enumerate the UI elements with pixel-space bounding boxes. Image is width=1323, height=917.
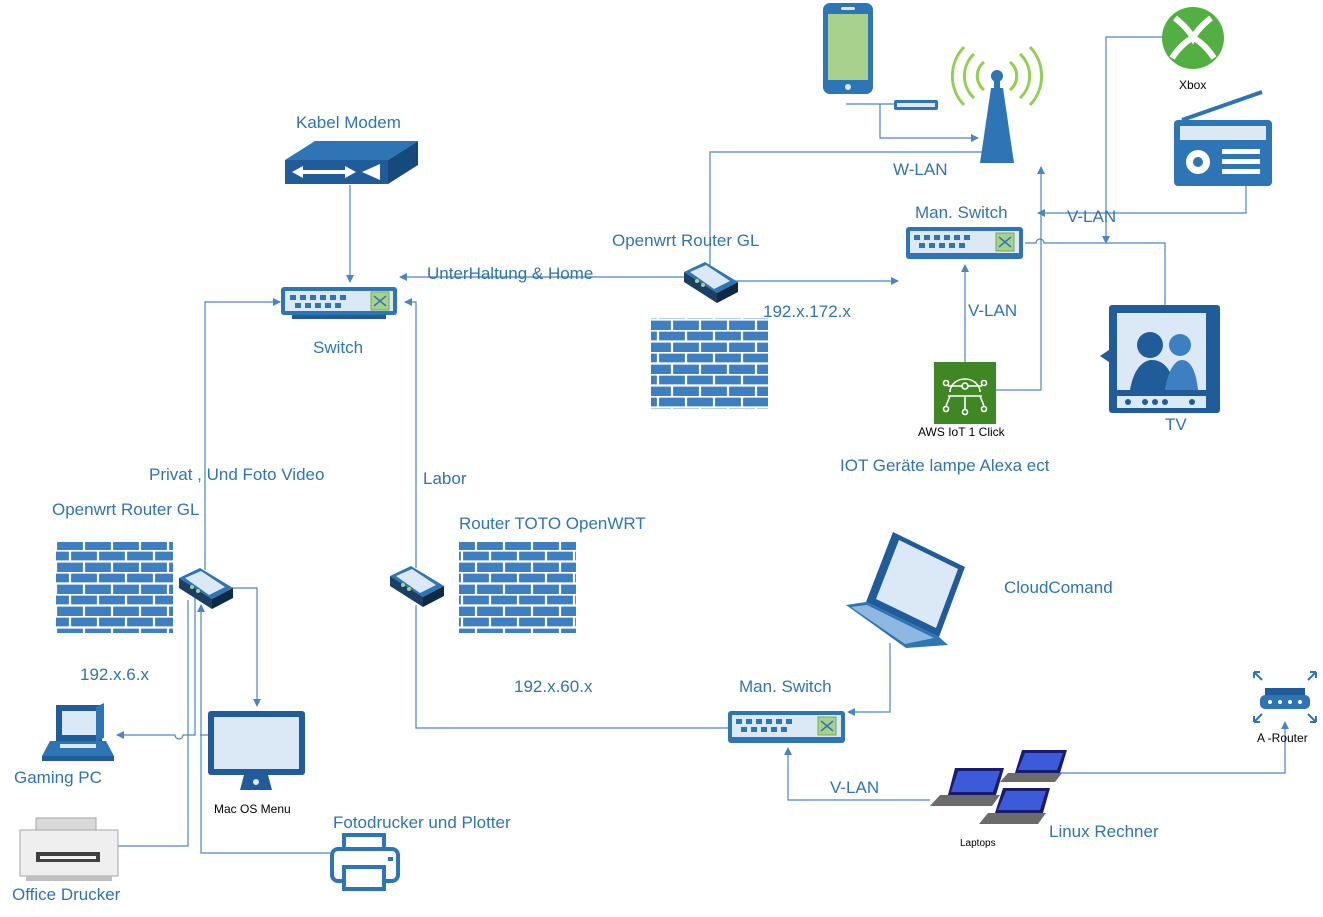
- switch-icon: [281, 287, 397, 319]
- privat-foto-label: Privat , Und Foto Video: [149, 465, 325, 484]
- iot-devices-label: IOT Geräte lampe Alexa ect: [840, 456, 1050, 475]
- man-switch-icon-top: [906, 227, 1023, 259]
- man-switch-icon-bottom: [728, 711, 845, 743]
- man-switch-bottom-label: Man. Switch: [739, 677, 832, 696]
- a-router-icon: [1253, 671, 1317, 723]
- link-router-mac: [232, 587, 261, 707]
- mac-os-menu-label: Mac OS Menu: [214, 802, 291, 816]
- switch-label: Switch: [313, 338, 364, 357]
- gaming-pc-label: Gaming PC: [14, 768, 102, 787]
- tv-icon: [1100, 305, 1220, 413]
- openwrt-router-top-label: Openwrt Router GL: [612, 231, 760, 250]
- router-toto-label: Router TOTO OpenWRT: [459, 514, 646, 533]
- desktop-pc-icon: [42, 703, 114, 761]
- link-phone-antenna: [879, 104, 979, 142]
- subnet-60-label: 192.x.60.x: [514, 677, 593, 696]
- man-switch-top-label: Man. Switch: [915, 203, 1008, 222]
- kabel-modem-label: Kabel Modem: [296, 113, 401, 132]
- link-laptop-manswitch: [847, 643, 891, 716]
- subnet-172-label: 192.x.172.x: [763, 302, 851, 321]
- link-router-office: [118, 600, 189, 847]
- imac-icon: [208, 711, 305, 790]
- w-lan-label: W-LAN: [893, 160, 948, 179]
- firewall-icon-top: [651, 318, 768, 409]
- laptop-icon-cloudcomand: [846, 532, 965, 648]
- openwrt-router-left-label: Openwrt Router GL: [52, 500, 200, 519]
- link-laptops-manswitch: [784, 747, 930, 801]
- link-manswitch-tv: [1025, 238, 1166, 305]
- laptops-label: Laptops: [960, 838, 996, 849]
- link-leftrouter-switch: [204, 298, 281, 570]
- link-toto-switch: [404, 298, 417, 568]
- xbox-icon: [1162, 7, 1224, 69]
- usb-stick-icon: [894, 100, 938, 110]
- firewall-icon-left: [56, 542, 173, 633]
- link-toto-manswitch: [415, 605, 728, 729]
- office-printer-icon: [19, 817, 119, 881]
- smartphone-icon: [823, 3, 873, 94]
- connections: [116, 36, 1289, 854]
- vlan-top-label: V-LAN: [1067, 207, 1117, 226]
- a-router-label: A -Router: [1257, 731, 1308, 745]
- link-foto-router: [197, 604, 330, 854]
- wifi-antenna-icon: [950, 45, 1044, 163]
- office-drucker-label: Office Drucker: [12, 885, 121, 904]
- link-router-gamingpc: [116, 598, 196, 740]
- link-iot-antenna: [996, 166, 1045, 391]
- vlan-bottom-label: V-LAN: [830, 778, 880, 797]
- linux-rechner-label: Linux Rechner: [1049, 822, 1159, 841]
- cloudcomand-label: CloudComand: [1004, 578, 1113, 597]
- printer-icon-foto: [330, 833, 400, 891]
- link-linux-arouter: [1055, 721, 1289, 774]
- firewall-icon-toto: [459, 542, 576, 633]
- radio-icon: [1174, 90, 1272, 186]
- vlan-mid-label: V-LAN: [968, 301, 1018, 320]
- kabel-modem-icon: [285, 141, 418, 184]
- unterhaltung-home-label: UnterHaltung & Home: [427, 264, 594, 283]
- link-radio-manswitch: [1037, 186, 1247, 217]
- link-xbox: [1102, 36, 1163, 244]
- laptops-icon: [930, 750, 1067, 824]
- router-icon-top: [684, 262, 738, 303]
- xbox-label: Xbox: [1179, 78, 1207, 92]
- aws-iot-icon: [934, 362, 996, 424]
- aws-iot-label: AWS IoT 1 Click: [918, 425, 1005, 439]
- fotodrucker-label: Fotodrucker und Plotter: [333, 813, 511, 832]
- tv-label: TV: [1165, 415, 1187, 434]
- router-icon-toto: [390, 566, 444, 607]
- subnet-6-label: 192.x.6.x: [80, 665, 149, 684]
- link-router-wlan: [709, 151, 983, 265]
- labor-label: Labor: [423, 469, 467, 488]
- router-icon-left: [179, 568, 233, 609]
